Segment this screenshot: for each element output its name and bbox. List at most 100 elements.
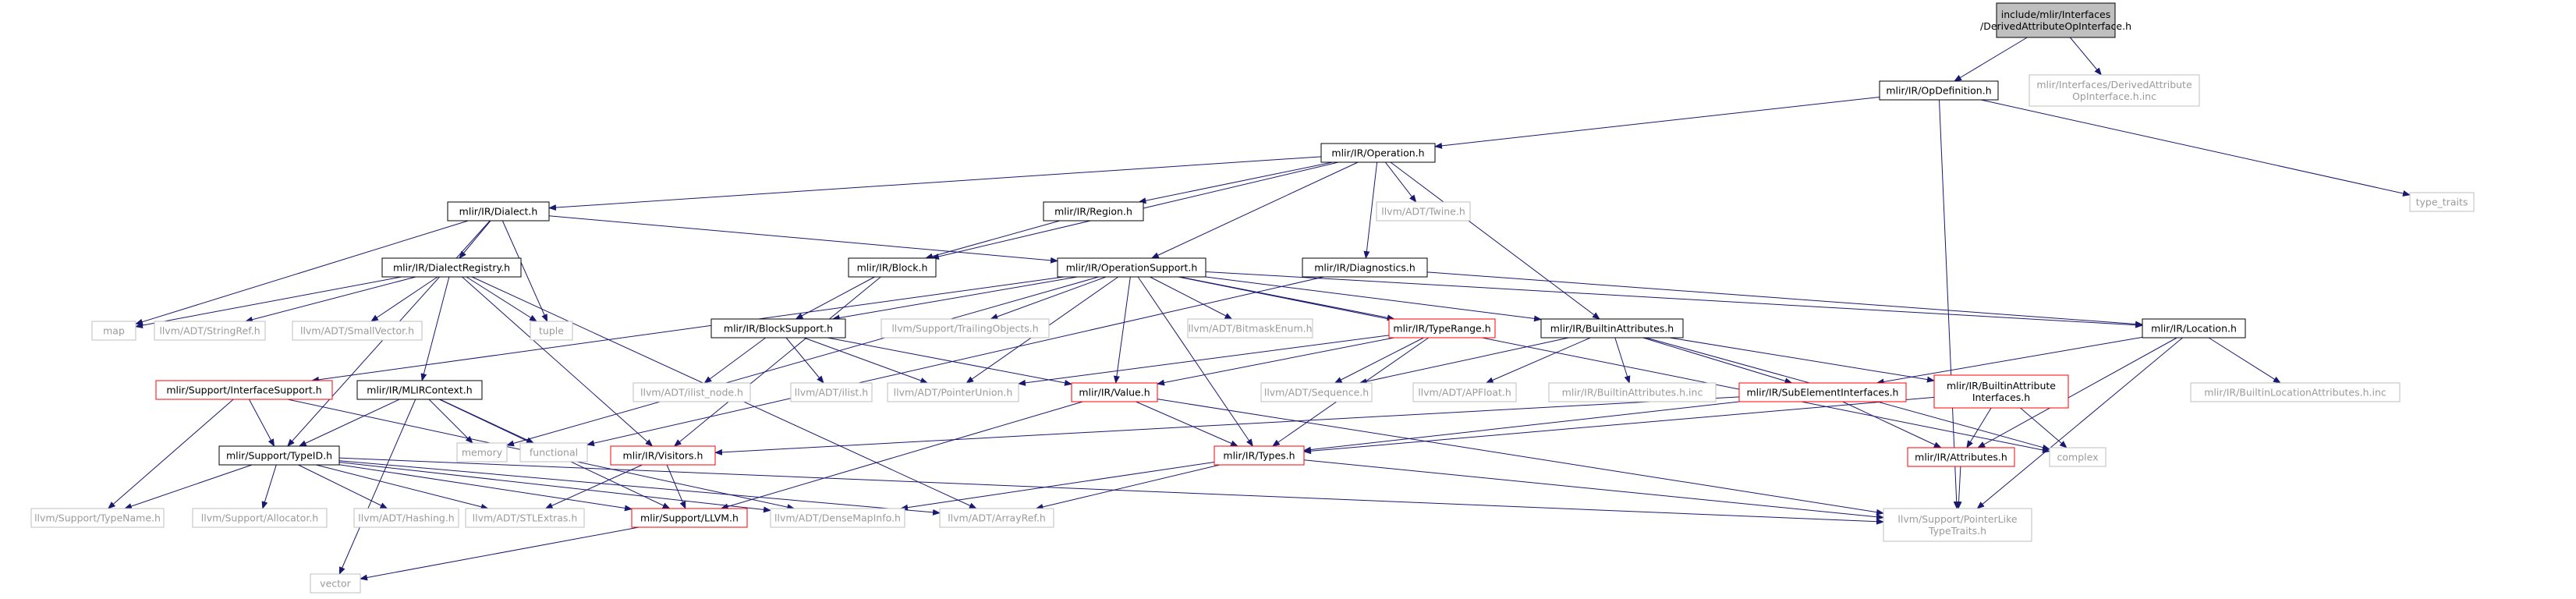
node-diagnostics-h[interactable]: mlir/IR/Diagnostics.h bbox=[1302, 257, 1428, 278]
node-type-name-h[interactable]: llvm/Support/TypeName.h bbox=[30, 508, 165, 528]
node-visitors-h-label: mlir/IR/Visitors.h bbox=[623, 450, 703, 462]
node-types-h-box bbox=[1214, 445, 1305, 466]
node-memory[interactable]: memory bbox=[456, 442, 508, 463]
node-value-h[interactable]: mlir/IR/Value.h bbox=[1071, 382, 1158, 402]
node-ap-float-h[interactable]: llvm/ADT/APFloat.h bbox=[1412, 382, 1517, 402]
node-sequence-h[interactable]: llvm/ADT/Sequence.h bbox=[1260, 382, 1373, 402]
node-builtin-location-attributes-h-inc[interactable]: mlir/IR/BuiltinLocationAttributes.h.inc bbox=[2190, 382, 2401, 402]
node-complex-label: complex bbox=[2057, 452, 2099, 463]
node-hashing-h[interactable]: llvm/ADT/Hashing.h bbox=[353, 508, 459, 528]
node-operation-h[interactable]: mlir/IR/Operation.h bbox=[1320, 143, 1436, 163]
node-type-range-h[interactable]: mlir/IR/TypeRange.h bbox=[1388, 318, 1496, 338]
node-dialect-h[interactable]: mlir/IR/Dialect.h bbox=[447, 201, 550, 222]
node-derived-attribute-op-interface-h[interactable]: include/mlir/Interfaces/DerivedAttribute… bbox=[1980, 2, 2131, 38]
node-interface-support-h[interactable]: mlir/Support/InterfaceSupport.h bbox=[155, 380, 333, 400]
node-functional-label: functional bbox=[530, 447, 578, 459]
edge-blocksupport-to-ilist bbox=[785, 337, 824, 384]
node-memory-box bbox=[456, 442, 508, 463]
node-type-traits-box bbox=[2409, 192, 2475, 212]
node-ilist-node-h[interactable]: llvm/ADT/ilist_node.h bbox=[632, 382, 751, 402]
node-pointer-union-h[interactable]: llvm/ADT/PointerUnion.h bbox=[887, 382, 1019, 402]
node-sequence-h-box bbox=[1260, 382, 1373, 402]
node-ilist-node-h-box bbox=[632, 382, 751, 402]
node-tuple[interactable]: tuple bbox=[530, 321, 573, 341]
edge-typeid-to-allocator bbox=[261, 464, 277, 509]
node-dialect-registry-h[interactable]: mlir/IR/DialectRegistry.h bbox=[381, 257, 522, 278]
node-visitors-h-box bbox=[610, 445, 716, 466]
edge-dialectreg-to-map bbox=[135, 276, 402, 329]
node-pointer-union-h-label: llvm/ADT/PointerUnion.h bbox=[894, 387, 1013, 399]
node-visitors-h[interactable]: mlir/IR/Visitors.h bbox=[610, 445, 716, 466]
node-tuple-label: tuple bbox=[539, 325, 564, 337]
node-small-vector-h[interactable]: llvm/ADT/SmallVector.h bbox=[292, 321, 423, 341]
edge-builtinattrs-to-builtinattrsinc bbox=[1614, 337, 1631, 384]
node-builtin-attributes-h-inc-box bbox=[1548, 382, 1717, 402]
node-builtin-attribute-interfaces-h-label: Interfaces.h bbox=[1972, 392, 2030, 403]
node-builtin-attributes-h[interactable]: mlir/IR/BuiltinAttributes.h bbox=[1540, 318, 1684, 338]
node-diagnostics-h-label: mlir/IR/Diagnostics.h bbox=[1314, 262, 1416, 274]
node-block-support-h[interactable]: mlir/IR/BlockSupport.h bbox=[710, 318, 846, 338]
edge-opsupport-to-value bbox=[1113, 276, 1131, 384]
node-attributes-h[interactable]: mlir/IR/Attributes.h bbox=[1907, 447, 2015, 467]
node-builtin-attributes-h-box bbox=[1540, 318, 1684, 338]
node-derived-attribute-op-interface-h-inc[interactable]: mlir/Interfaces/DerivedAttributeOpInterf… bbox=[2029, 74, 2200, 107]
node-builtin-attributes-h-inc-label: mlir/IR/BuiltinAttributes.h.inc bbox=[1562, 387, 1703, 399]
node-operation-support-h-box bbox=[1057, 257, 1207, 278]
node-sub-element-interfaces-h[interactable]: mlir/IR/SubElementInterfaces.h bbox=[1738, 382, 1907, 402]
node-complex[interactable]: complex bbox=[2049, 447, 2107, 467]
edge-opsupport-to-complex bbox=[1178, 276, 2050, 453]
node-mlir-context-h[interactable]: mlir/IR/MLIRContext.h bbox=[356, 380, 483, 400]
node-array-ref-h-box bbox=[939, 508, 1054, 528]
edge-visitors-to-llvmh bbox=[666, 464, 686, 509]
edge-typeid-to-stlextras bbox=[316, 464, 489, 510]
edge-dialect-to-opsupport bbox=[548, 215, 1058, 264]
edge-dialect-to-tuple bbox=[501, 220, 548, 322]
node-llvm-h[interactable]: mlir/Support/LLVM.h bbox=[631, 508, 748, 528]
edge-typeid-to-densemapinfo bbox=[338, 462, 771, 513]
node-bitmask-enum-h-box bbox=[1187, 318, 1313, 338]
node-interface-support-h-label: mlir/Support/InterfaceSupport.h bbox=[166, 385, 321, 396]
node-block-h[interactable]: mlir/IR/Block.h bbox=[848, 257, 937, 278]
node-vector[interactable]: vector bbox=[310, 573, 361, 594]
node-ap-float-h-label: llvm/ADT/APFloat.h bbox=[1418, 387, 1511, 399]
node-op-definition-h-label: mlir/IR/OpDefinition.h bbox=[1886, 85, 1991, 97]
edge-typeid-to-llvmh bbox=[338, 464, 632, 512]
node-op-definition-h[interactable]: mlir/IR/OpDefinition.h bbox=[1879, 80, 1999, 101]
node-trailing-objects-h[interactable]: llvm/Support/TrailingObjects.h bbox=[881, 318, 1050, 338]
edge-builtinattriface-to-complex bbox=[2020, 407, 2068, 448]
node-string-ref-h[interactable]: llvm/ADT/StringRef.h bbox=[154, 321, 266, 341]
edge-visitors-to-stlextras bbox=[544, 464, 643, 509]
edge-opdef-to-ptrlike bbox=[1939, 99, 1960, 509]
node-type-traits[interactable]: type_traits bbox=[2409, 192, 2475, 212]
node-hashing-h-box bbox=[353, 508, 459, 528]
edge-layer bbox=[108, 37, 2411, 581]
edge-typerange-to-sequence bbox=[1334, 337, 1424, 384]
edge-blocksupport-to-value bbox=[827, 337, 1072, 386]
node-operation-support-h[interactable]: mlir/IR/OperationSupport.h bbox=[1057, 257, 1207, 278]
node-value-h-label: mlir/IR/Value.h bbox=[1079, 387, 1150, 399]
node-allocator-h[interactable]: llvm/Support/Allocator.h bbox=[192, 508, 328, 528]
node-pointer-like-type-traits-h-label: llvm/Support/PointerLike bbox=[1897, 513, 2017, 525]
node-stl-extras-h[interactable]: llvm/ADT/STLExtras.h bbox=[465, 508, 585, 528]
node-functional[interactable]: functional bbox=[519, 442, 588, 463]
node-location-h[interactable]: mlir/IR/Location.h bbox=[2142, 318, 2246, 338]
edge-diagnostics-to-location bbox=[1426, 271, 2143, 328]
node-map[interactable]: map bbox=[91, 321, 136, 341]
node-type-id-h[interactable]: mlir/Support/TypeID.h bbox=[218, 445, 340, 466]
node-small-vector-h-box bbox=[292, 321, 423, 341]
node-attributes-h-box bbox=[1907, 447, 2015, 467]
node-array-ref-h[interactable]: llvm/ADT/ArrayRef.h bbox=[939, 508, 1054, 528]
edge-typerange-to-ptrunion bbox=[1018, 335, 1390, 386]
node-region-h[interactable]: mlir/IR/Region.h bbox=[1043, 201, 1144, 222]
node-dense-map-info-h[interactable]: llvm/ADT/DenseMapInfo.h bbox=[770, 508, 905, 528]
node-types-h[interactable]: mlir/IR/Types.h bbox=[1214, 445, 1305, 466]
node-bitmask-enum-h[interactable]: llvm/ADT/BitmaskEnum.h bbox=[1187, 318, 1313, 338]
node-ilist-h[interactable]: llvm/ADT/ilist.h bbox=[790, 382, 873, 402]
node-string-ref-h-box bbox=[154, 321, 266, 341]
node-twine-h[interactable]: llvm/ADT/Twine.h bbox=[1376, 201, 1471, 222]
node-location-h-box bbox=[2142, 318, 2246, 338]
node-builtin-attributes-h-inc[interactable]: mlir/IR/BuiltinAttributes.h.inc bbox=[1548, 382, 1717, 402]
edge-block-to-visitors bbox=[673, 276, 881, 447]
